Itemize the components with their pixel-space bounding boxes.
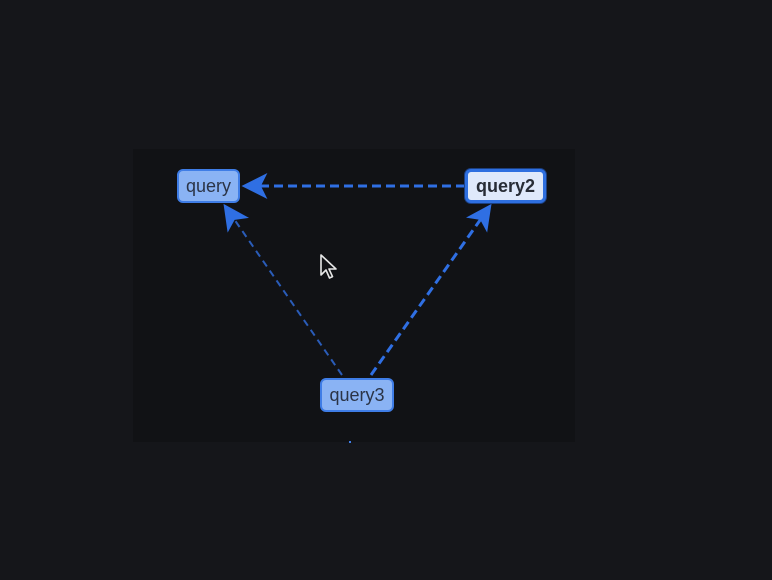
node-query2[interactable]: query2 xyxy=(465,169,546,203)
edge-query3-to-query2[interactable] xyxy=(369,203,492,376)
node-label: query2 xyxy=(475,176,536,196)
node-query[interactable]: query xyxy=(177,169,240,203)
node-label: query xyxy=(185,176,232,196)
node-label: query3 xyxy=(329,385,385,405)
node-query3[interactable]: query3 xyxy=(320,378,394,412)
edge-query3-to-query[interactable] xyxy=(223,203,343,376)
canvas-marker xyxy=(349,441,351,443)
mouse-pointer-icon xyxy=(320,254,337,279)
